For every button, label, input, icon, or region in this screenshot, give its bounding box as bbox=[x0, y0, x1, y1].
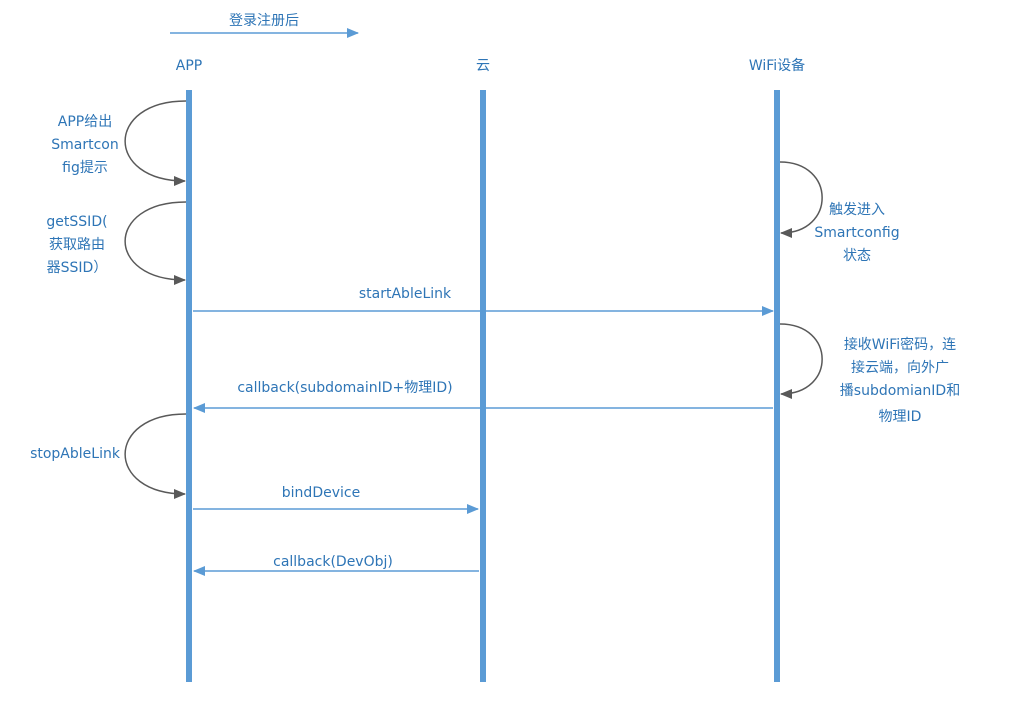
self-loop-device-smartconfig bbox=[779, 161, 823, 238]
note-device-smartconfig-line-1: 触发进入 bbox=[829, 202, 885, 218]
header-note: 登录注册后 bbox=[229, 13, 299, 29]
note-stop-able-link: stopAbleLink bbox=[30, 446, 121, 462]
note-get-ssid-line-2: 获取路由 bbox=[49, 237, 105, 253]
self-loop-get-ssid bbox=[124, 201, 187, 285]
label-callback-devobj: callback(DevObj) bbox=[273, 554, 393, 570]
note-get-ssid-line-3: 器SSID） bbox=[47, 260, 108, 276]
note-device-receive-line-3: 播subdomianID和 bbox=[840, 383, 960, 399]
label-bind-device: bindDevice bbox=[282, 485, 360, 501]
note-app-smartconfig-line-2: Smartcon bbox=[51, 137, 118, 153]
note-device-smartconfig-line-2: Smartconfig bbox=[814, 225, 899, 241]
note-device-receive-line-2: 接云端，向外广 bbox=[851, 359, 949, 376]
note-device-receive-line-4: 物理ID bbox=[879, 409, 922, 425]
note-app-smartconfig-line-3: fig提示 bbox=[62, 160, 108, 176]
note-get-ssid-line-1: getSSID( bbox=[46, 214, 107, 230]
self-loop-stop-able-link bbox=[124, 413, 187, 499]
participant-cloud: 云 bbox=[476, 58, 490, 74]
note-app-smartconfig-line-1: APP给出 bbox=[58, 114, 112, 130]
self-loop-device-receive bbox=[779, 323, 823, 399]
self-loop-app-smartconfig bbox=[124, 100, 187, 186]
note-device-smartconfig-line-3: 状态 bbox=[843, 248, 871, 264]
participant-app: APP bbox=[176, 58, 202, 74]
note-device-receive-line-1: 接收WiFi密码，连 bbox=[844, 336, 956, 353]
participant-wifi-device: WiFi设备 bbox=[749, 57, 805, 74]
label-callback-ids: callback(subdomainID+物理ID) bbox=[237, 380, 452, 396]
label-start-able-link: startAbleLink bbox=[359, 286, 452, 302]
